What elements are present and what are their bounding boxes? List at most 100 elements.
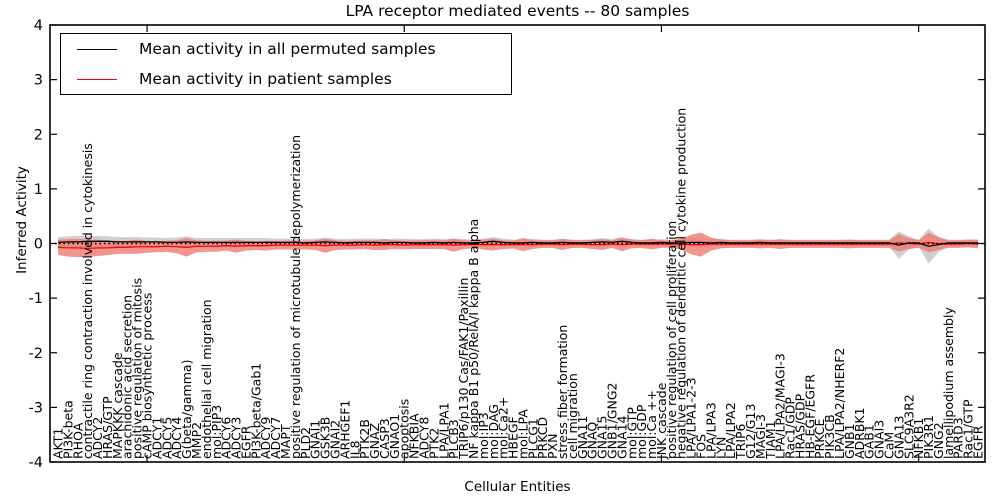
x-tick-label: mol:IP3 (476, 412, 491, 459)
x-tick-label: GNAZ (367, 423, 382, 459)
y-tick-label: 3 (34, 73, 43, 89)
x-tick-label: GNAI1 (308, 420, 323, 459)
x-tick-label: ADCY9 (258, 417, 273, 459)
x-tick-label: Rac1/GTP (961, 399, 976, 459)
y-axis-label: Inferred Activity (14, 166, 30, 274)
x-tick-label: PI3K-beta (60, 400, 75, 459)
x-tick-label: ADRBK1 (852, 407, 867, 459)
x-tick-label: apoptosis (397, 399, 412, 459)
x-tick-label: ADCY4 (169, 417, 184, 459)
legend-item-patient: Mean activity in patient samples (61, 70, 511, 88)
x-axis-label: Cellular Entities (464, 479, 571, 495)
x-tick-label: GNA13 (891, 416, 906, 460)
y-tick-label: 0 (34, 237, 43, 253)
x-tick-label: ARHGEF1 (337, 400, 352, 459)
x-tick-label: PIK3CB (822, 414, 837, 459)
x-tick-label: stress fiber formation (555, 325, 570, 459)
legend: Mean activity in all permuted samples Me… (60, 33, 512, 95)
x-tick-label: mol:Ca2+ (496, 397, 511, 459)
x-tick-label: Rac1/GDP (783, 397, 798, 459)
x-tick-label: ADCY1 (149, 417, 164, 459)
x-tick-label: AKT1 (51, 428, 66, 459)
x-tick-label: TRIP6 (733, 423, 748, 460)
x-tick-label: LPA/LPA3 (703, 402, 718, 459)
x-tick-label: positive regulation of microtubule depol… (288, 135, 303, 459)
x-tick-label: ADCY3 (229, 417, 244, 459)
x-tick-label: HRAS/GTP (100, 396, 115, 459)
x-tick-label: mol:DAG (486, 404, 501, 459)
x-tick-label: GNA11 (575, 416, 590, 460)
x-tick-label: TIAM1 (763, 420, 778, 460)
x-tick-label: GSK3B (318, 417, 333, 459)
x-tick-label: PRKCE (812, 419, 827, 459)
x-tick-label: LYN (713, 437, 728, 459)
x-tick-label: ADCY8 (417, 417, 432, 459)
x-tick-label: SLC9A3R2 (901, 394, 916, 459)
x-tick-label: NFKB1 (911, 418, 926, 459)
x-tick-label: GAB1 (862, 424, 877, 459)
x-tick-label: CASP3 (377, 418, 392, 459)
x-tick-label: RHOA (70, 422, 85, 459)
x-tick-label: GNAI3 (872, 420, 887, 459)
x-tick-label: IL8 (347, 440, 362, 459)
legend-line-sample-red (77, 78, 117, 80)
x-tick-label: endothelial cell migration (199, 299, 214, 459)
y-tick-label: -1 (29, 291, 43, 307)
x-tick-label: GNA14 (614, 415, 629, 459)
x-tick-label: mol:Ca ++ (644, 390, 659, 459)
x-tick-label: lamellipodium assembly (941, 307, 956, 459)
x-tick-label: PARD3 (951, 417, 966, 459)
y-tick-label: -2 (29, 346, 43, 362)
x-tick-label: GNAQ (585, 422, 600, 459)
x-tick-label: LPA/LPA2/MAGI-3 (773, 353, 788, 459)
x-tick-label: MAGI-3 (753, 414, 768, 459)
y-tick-label: -3 (29, 400, 43, 416)
legend-label: Mean activity in patient samples (139, 70, 392, 88)
x-tick-label: positive regulation of mitosis (130, 278, 145, 459)
x-tick-label: HRAS/GDP (792, 393, 807, 459)
y-tick-label: 4 (34, 18, 43, 34)
x-tick-label: PXN (545, 434, 560, 459)
x-tick-label: positive regulation of cell proliferatio… (664, 221, 679, 459)
x-tick-label: EGFR (971, 425, 986, 459)
y-tick-label: -4 (29, 455, 43, 471)
x-tick-label: PLCB3 (446, 419, 461, 459)
y-tick-label: 2 (34, 127, 43, 143)
x-tick-label: negative regulation of dendritic cell cy… (674, 108, 689, 459)
x-tick-label: cell migration (565, 373, 580, 459)
x-tick-label: LPA/LPA2/NHERF2 (832, 348, 847, 459)
x-tick-label: mol:GDP (634, 404, 649, 459)
x-tick-label: NF kappa B1 p50/RelA/I kappa B alpha (466, 219, 481, 459)
x-tick-label: ADCY2 (90, 417, 105, 459)
x-tick-label: GNAI2 (327, 420, 342, 459)
x-tick-label: FOS (694, 434, 709, 459)
legend-label: Mean activity in all permuted samples (139, 40, 436, 58)
x-tick-label: JNK cascade (654, 382, 669, 460)
x-tick-label: contractile ring contraction involved in… (80, 143, 95, 459)
x-tick-label: MMP2 (189, 422, 204, 459)
x-tick-label: EGFR (238, 425, 253, 459)
x-tick-label: ADCY5 (159, 417, 174, 459)
x-tick-label: LPA/LPA1-2-3 (684, 377, 699, 459)
x-tick-label: PTK2 (426, 428, 441, 459)
x-tick-label: HB-EGF/EGFR (802, 374, 817, 459)
x-tick-label: G(beta/gamma) (179, 360, 194, 459)
x-tick-label: PIK3R1 (921, 415, 936, 459)
legend-item-permuted: Mean activity in all permuted samples (61, 40, 511, 58)
y-tick-label: 1 (34, 182, 43, 198)
x-tick-label: mol:PIP3 (209, 405, 224, 459)
x-tick-label: TRIP6/p130 Cas/FAK1/Paxillin (456, 278, 471, 460)
x-tick-label: MAPKKK cascade (110, 352, 125, 459)
x-tick-label: PLD2 (298, 427, 313, 459)
x-tick-label: GNB1 (842, 423, 857, 459)
x-tick-label: LPA/LPA2 (723, 402, 738, 459)
x-tick-label: CaM (881, 432, 896, 459)
x-tick-label: HBEGF (506, 416, 521, 459)
x-tick-label: G12/G13 (743, 404, 758, 459)
x-tick-label: PLCG1 (525, 418, 540, 459)
x-tick-label: MAPT (278, 424, 293, 459)
x-tick-label: NFKBIA (407, 413, 422, 459)
chart-title: LPA receptor mediated events -- 80 sampl… (345, 2, 690, 20)
